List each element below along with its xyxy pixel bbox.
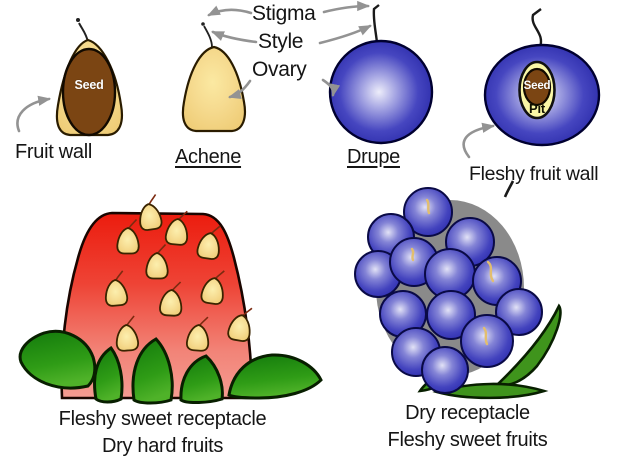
strawberry-leaves [18,329,323,405]
drupe-stem [372,4,380,44]
annotation-arrows [16,0,496,159]
stigma-remnant [486,260,495,283]
fruit-wall-label: Fruit wall [15,141,93,163]
stigma-arrow-left [207,5,253,17]
blackberry-drupelets [354,187,543,394]
ovary-arrow-right [321,78,341,97]
achene2-body [181,45,247,133]
stigma-label: Stigma [252,2,316,25]
achene-figure [181,22,247,133]
ovary-label: Ovary [252,58,307,81]
fleshy-fruit-wall-label: Fleshy fruit wall [469,163,599,185]
drupelet [426,290,476,340]
achene-label: Achene [175,146,242,168]
strawberry-caption: Fleshy sweet receptacle Dry hard fruits [15,406,310,459]
achene-cross-section-figure [55,18,124,137]
style-arrow-right [318,24,372,45]
achene-stigma-dot [76,18,80,22]
stigma-remnant [410,247,415,262]
drupe-figure [328,4,434,145]
strawberry-caption-line2: Dry hard fruits [101,434,224,457]
berry-leaf-up-right [495,303,562,387]
leaf-up-3 [179,354,224,404]
style-label: Style [258,30,304,53]
achene-seed-shape [61,47,117,137]
drupe2-seed-shape [522,67,552,107]
stigma-remnant [425,198,431,215]
leaf-right [227,353,323,400]
drupelet [421,346,469,394]
strawberry-figure [18,193,323,405]
drupe-label: Drupe [347,146,400,168]
drupe2-stem [531,8,543,48]
achene2-style-stem [203,25,213,48]
ovary-arrow-left [228,79,252,99]
style-arrow-left [211,30,258,44]
stigma-arrow-right [322,0,371,14]
fruit-wall-arrow [16,95,52,133]
achene-style-stem [78,22,89,43]
drupelet-stigma-remnants [410,198,495,346]
blackberry-figure [354,180,562,400]
leaf-up-1 [93,345,124,404]
blackberry-caption: Dry receptacle Fleshy sweet fruits [345,400,590,453]
drupe-seed-label: Seed [523,80,551,92]
stigma-remnant [482,326,489,346]
achene2-stigma-dot [201,22,205,26]
blackberry-caption-line2: Fleshy sweet fruits [387,428,548,451]
fleshy-fruit-wall-arrow [462,122,496,159]
achene-seed-label: Seed [74,78,104,92]
berry-leaf-down-right [432,382,549,400]
drupe-body [328,39,434,145]
blackberry-pedicel [503,180,515,198]
strawberry-caption-line1: Fleshy sweet receptacle [58,408,267,430]
drupe-pit-label: Pit [528,101,545,116]
leaf-up-2 [131,337,174,405]
drupe-cross-section-figure [483,8,601,147]
leaf-left [18,329,97,390]
blackberry-caption-line1: Dry receptacle [405,402,530,424]
